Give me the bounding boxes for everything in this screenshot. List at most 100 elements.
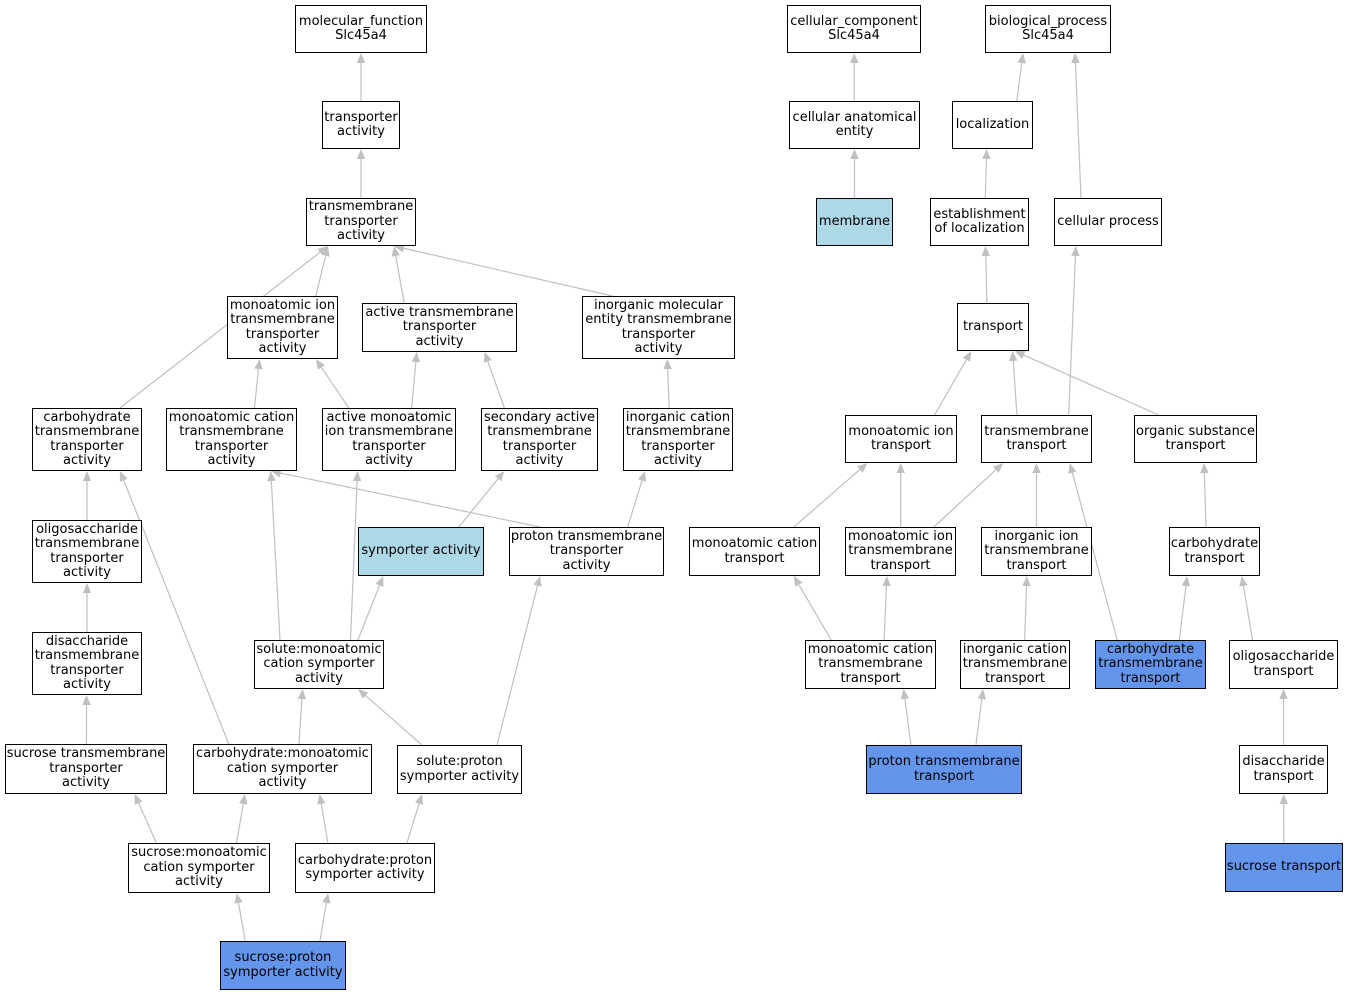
node-secondary-active-transmembrane-transporter-activity[interactable]: secondary active transmembrane transport…: [481, 408, 598, 471]
edge-line: [315, 255, 327, 297]
node-establishment-of-localization[interactable]: establishment of localization: [930, 198, 1029, 246]
edge-line: [793, 469, 861, 528]
node-solute-monoatomic-cation-symporter-activity[interactable]: solute:monoatomic cation symporter activ…: [254, 640, 384, 689]
edge-line: [349, 480, 358, 641]
node-cellular-component[interactable]: cellular_component Slc45a4: [787, 5, 921, 53]
node-oligosaccharide-transport[interactable]: oligosaccharide transport: [1229, 640, 1338, 689]
node-cellular-process[interactable]: cellular process: [1054, 198, 1162, 246]
arrowhead-icon: [1200, 463, 1209, 474]
arrowhead-icon: [882, 576, 891, 587]
arrowhead-icon: [1014, 351, 1026, 359]
edge-line: [320, 803, 329, 844]
edge-transmembrane_transport-to-cellular_process: [1068, 246, 1080, 416]
arrowhead-icon: [1009, 351, 1018, 362]
edge-disaccharide_transport-to-oligosaccharide_transport: [1279, 689, 1288, 745]
node-sucrose-transmembrane-transporter-activity[interactable]: sucrose transmembrane transporter activi…: [5, 744, 167, 794]
node-inorganic-molecular-entity-transmembrane-transporter-activity[interactable]: inorganic molecular entity transmembrane…: [582, 296, 735, 359]
node-carbohydrate-monoatomic-cation-symporter-activity[interactable]: carbohydrate:monoatomic cation symporter…: [193, 744, 372, 794]
edge-inorganic_ion_tm_transport-to-transmembrane_transport: [1032, 463, 1041, 527]
node-disaccharide-transmembrane-transporter-activity[interactable]: disaccharide transmembrane transporter a…: [32, 632, 142, 695]
arrowhead-icon: [317, 794, 326, 805]
arrowhead-icon: [254, 359, 263, 370]
edge-line: [138, 802, 157, 844]
arrowhead-icon: [352, 471, 362, 482]
arrowhead-icon: [1071, 246, 1080, 257]
node-transport[interactable]: transport: [957, 303, 1029, 351]
edge-line: [667, 368, 670, 409]
node-localization[interactable]: localization: [952, 101, 1033, 149]
edge-line: [1068, 255, 1077, 416]
node-active-monoatomic-ion-transmembrane-transporter-activity[interactable]: active monoatomic ion transmembrane tran…: [322, 408, 456, 471]
edge-line: [270, 480, 281, 641]
edge-oligosaccharide_transport-to-carbohydrate_transport: [1239, 576, 1254, 641]
node-carbohydrate-transport[interactable]: carbohydrate transport: [1169, 527, 1260, 576]
edge-sucrose_tm_ta-to-disaccharide_tm_ta: [82, 695, 91, 745]
node-transmembrane-transporter-activity[interactable]: transmembrane transporter activity: [306, 198, 416, 246]
node-monoatomic-cation-transmembrane-transport[interactable]: monoatomic cation transmembrane transpor…: [805, 640, 936, 689]
node-proton-transmembrane-transport[interactable]: proton transmembrane transport: [866, 745, 1022, 794]
edge-line: [411, 361, 417, 409]
edge-line: [487, 361, 505, 409]
arrowhead-icon: [896, 463, 905, 474]
node-solute-proton-symporter-activity[interactable]: solute:proton symporter activity: [397, 745, 522, 794]
edge-line: [406, 803, 420, 844]
arrowhead-icon: [321, 246, 330, 257]
arrowhead-icon: [638, 471, 647, 482]
edge-line: [934, 359, 967, 416]
edge-sucrose_proton_symporter-to-sucrose_monoatomic_cation_symporter: [234, 893, 246, 942]
node-inorganic-cation-transmembrane-transporter-activity[interactable]: inorganic cation transmembrane transport…: [623, 408, 733, 471]
node-sucrose-transport[interactable]: sucrose transport: [1225, 843, 1343, 892]
edge-inorganic_cation_tm_transport-to-inorganic_ion_tm_transport: [1022, 576, 1031, 641]
edge-line: [627, 480, 643, 528]
arrowhead-icon: [234, 893, 243, 904]
edge-line: [253, 368, 260, 409]
node-carbohydrate-proton-symporter-activity[interactable]: carbohydrate:proton symporter activity: [295, 843, 435, 893]
node-carbohydrate-transmembrane-transport[interactable]: carbohydrate transmembrane transport: [1095, 640, 1206, 689]
node-sucrose-monoatomic-cation-symporter-activity[interactable]: sucrose:monoatomic cation symporter acti…: [128, 843, 270, 893]
node-monoatomic-cation-transport[interactable]: monoatomic cation transport: [689, 527, 820, 576]
node-cellular-anatomical-entity[interactable]: cellular anatomical entity: [789, 101, 920, 149]
node-transmembrane-transport[interactable]: transmembrane transport: [981, 415, 1092, 463]
edge-transmembrane_transport-to-transport: [1009, 351, 1018, 416]
node-transporter-activity[interactable]: transporter activity: [322, 101, 400, 149]
node-oligosaccharide-transmembrane-transporter-activity[interactable]: oligosaccharide transmembrane transporte…: [32, 520, 142, 583]
arrowhead-icon: [1068, 463, 1077, 474]
node-carbohydrate-transmembrane-transporter-activity[interactable]: carbohydrate transmembrane transporter a…: [32, 408, 142, 471]
edge-line: [798, 584, 832, 641]
edge-line: [237, 902, 246, 942]
edge-oligosaccharide_tm_ta-to-carbohydrate_tm_ta: [82, 471, 92, 520]
node-membrane[interactable]: membrane: [816, 198, 893, 246]
edge-line: [365, 695, 423, 746]
edge-line: [1023, 354, 1159, 416]
node-organic-substance-transport[interactable]: organic substance transport: [1134, 415, 1257, 463]
edge-monoatomic_ion_tm_transport-to-monoatomic_ion_transport: [896, 463, 905, 528]
node-symporter-activity[interactable]: symporter activity: [358, 527, 484, 576]
node-active-transmembrane-transporter-activity[interactable]: active transmembrane transporter activit…: [362, 303, 517, 352]
arrowhead-icon: [850, 149, 859, 159]
node-monoatomic-ion-transport[interactable]: monoatomic ion transport: [845, 415, 957, 463]
node-monoatomic-ion-transmembrane-transport[interactable]: monoatomic ion transmembrane transport: [845, 527, 956, 576]
edge-line: [403, 247, 613, 297]
arrowhead-icon: [1279, 689, 1288, 699]
node-biological-process[interactable]: biological_process Slc45a4: [985, 5, 1111, 53]
edge-solute_monoatomic_cation_symporter-to-active_monoatomic_ion_tm_ta: [349, 471, 362, 641]
node-molecular-function[interactable]: molecular_function Slc45a4: [295, 5, 427, 53]
node-inorganic-cation-transmembrane-transport[interactable]: inorganic cation transmembrane transport: [960, 640, 1070, 689]
edge-carbohydrate_tm_ta-to-tm_transporter_activity: [119, 246, 328, 409]
arrowhead-icon: [322, 893, 331, 904]
edge-organic_substance_transport-to-transport: [1014, 351, 1159, 416]
arrowhead-icon: [483, 352, 492, 363]
node-proton-transmembrane-transporter-activity[interactable]: proton transmembrane transporter activit…: [509, 527, 664, 576]
node-monoatomic-ion-transmembrane-transporter-activity[interactable]: monoatomic ion transmembrane transporter…: [227, 296, 338, 359]
edge-membrane-to-cellular_anatomical_entity: [850, 149, 859, 198]
node-disaccharide-transport[interactable]: disaccharide transport: [1239, 745, 1328, 794]
edge-active_monoatomic_ion_tm_ta-to-monoatomic_ion_tm_ta: [315, 359, 350, 409]
edge-carbohydrate_monoatomic_cation_symporter-to-carbohydrate_tm_ta: [119, 471, 230, 745]
node-monoatomic-cation-transmembrane-transporter-activity[interactable]: monoatomic cation transmembrane transpor…: [166, 408, 297, 471]
edge-line: [458, 478, 499, 528]
arrowhead-icon: [82, 471, 92, 481]
arrowhead-icon: [981, 246, 991, 257]
node-sucrose-proton-symporter-activity[interactable]: sucrose:proton symporter activity: [220, 941, 346, 990]
node-inorganic-ion-transmembrane-transport[interactable]: inorganic ion transmembrane transport: [981, 527, 1092, 576]
